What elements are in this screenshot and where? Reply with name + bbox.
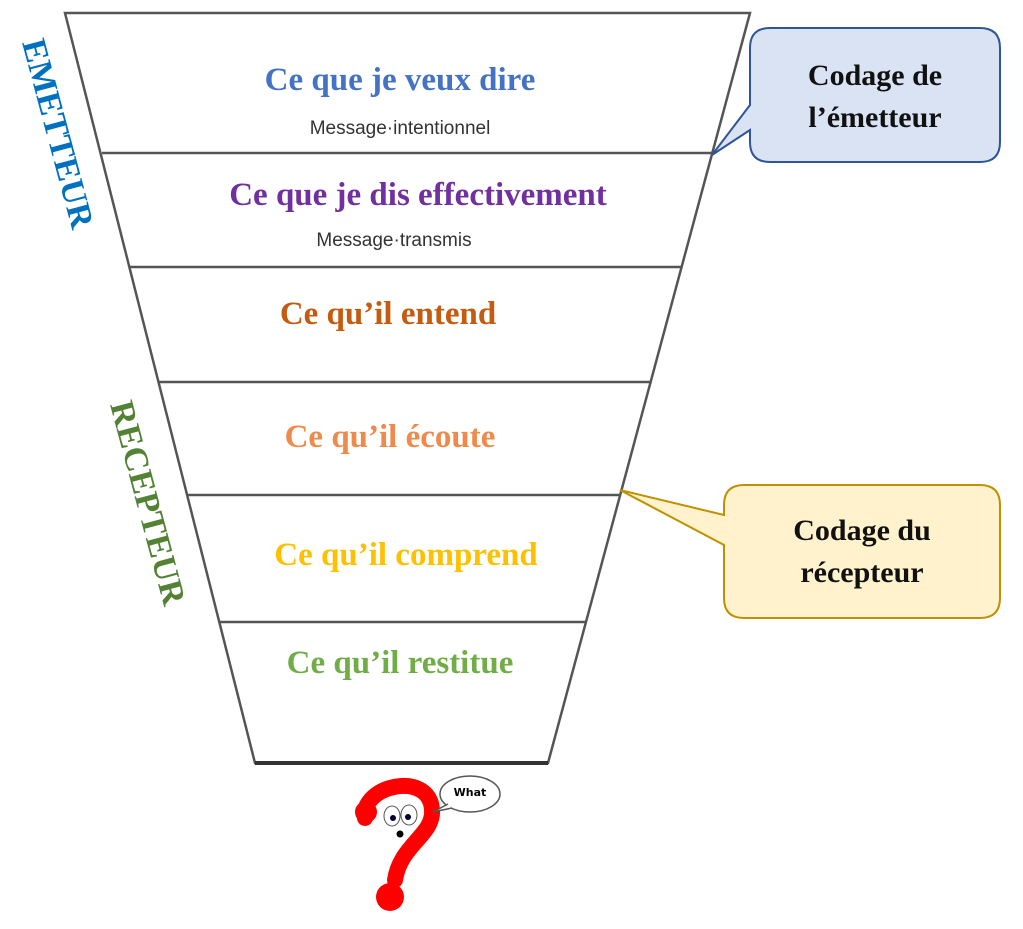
level-6-label: Ce qu’il restitue: [286, 645, 514, 681]
level-1-label: Ce que je veux dire: [264, 62, 536, 98]
level-2-label: Ce que je dis effectivement: [229, 177, 607, 213]
funnel-dividers: [102, 151, 712, 624]
callout-recepteur-line2: récepteur: [800, 556, 924, 589]
callout-recepteur-shape: [619, 484, 1001, 619]
level-5-label: Ce qu’il comprend: [274, 537, 538, 573]
callout-emetteur-shape: [711, 27, 1001, 163]
callout-emetteur-line2: l’émetteur: [808, 101, 942, 134]
level-4-label: Ce qu’il écoute: [284, 419, 496, 455]
callout-emetteur-line1: Codage de: [807, 59, 943, 92]
speech-bubble-text: What: [453, 786, 487, 799]
callout-emetteur: Codage de l’émetteur: [750, 55, 1000, 139]
level-2-sublabel: Message·transmis: [316, 230, 472, 251]
question-mark-icon: [355, 778, 440, 911]
level-3-label: Ce qu’il entend: [279, 296, 497, 332]
level-1-sublabel: Message·intentionnel: [309, 118, 491, 139]
callout-recepteur: Codage du récepteur: [724, 510, 1000, 594]
callout-recepteur-line1: Codage du: [793, 514, 931, 547]
speech-bubble-icon: [432, 775, 501, 813]
